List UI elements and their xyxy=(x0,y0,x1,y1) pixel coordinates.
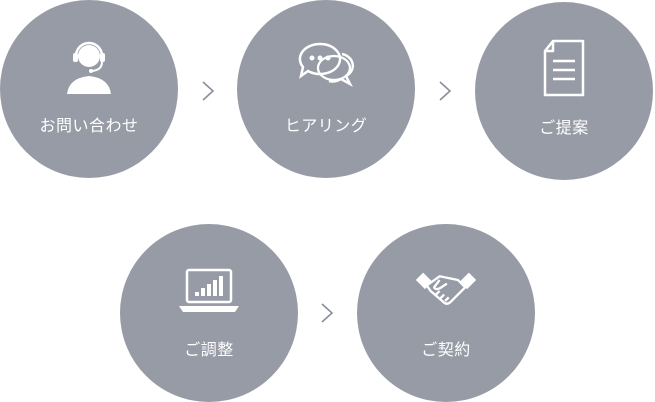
step-label: お問い合わせ xyxy=(39,116,139,135)
step-contract: ご契約 xyxy=(357,224,535,402)
step-proposal: ご提案 xyxy=(475,2,653,180)
chevron-right-icon xyxy=(201,80,215,102)
chevron-right-icon xyxy=(438,80,452,102)
chat-bubbles-icon xyxy=(294,34,358,98)
step-adjustment: ご調整 xyxy=(120,224,298,402)
handshake-icon xyxy=(414,258,478,322)
step-hearing: ヒアリング xyxy=(237,0,415,178)
document-icon xyxy=(532,36,596,100)
step-inquiry: お問い合わせ xyxy=(0,0,178,178)
headset-operator-icon xyxy=(57,34,121,98)
laptop-chart-icon xyxy=(177,258,241,322)
step-label: ご調整 xyxy=(184,340,234,359)
step-label: ヒアリング xyxy=(284,116,368,135)
step-label: ご提案 xyxy=(539,118,589,137)
step-label: ご契約 xyxy=(421,340,471,359)
chevron-right-icon xyxy=(320,302,334,324)
